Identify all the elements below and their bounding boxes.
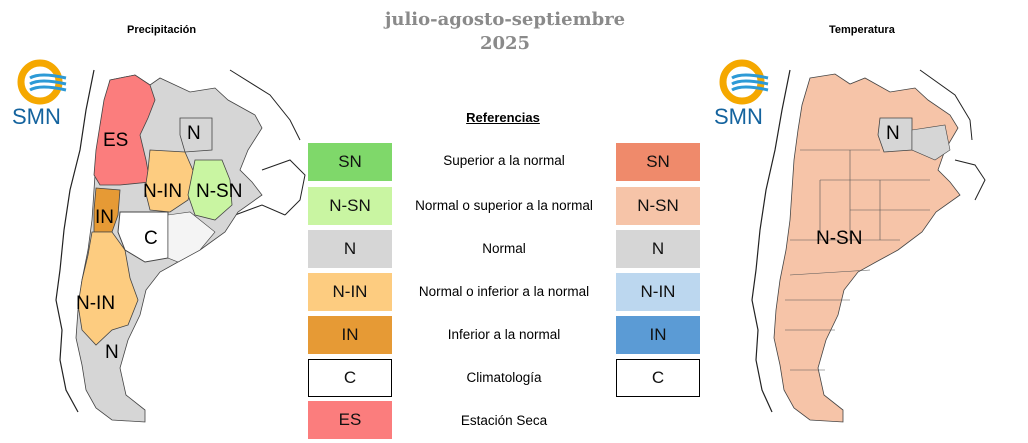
waves-icon [731,73,769,92]
precip-label-nin-south: N-IN [76,293,115,314]
legend-label-es: Estación Seca [460,413,548,428]
precip-label-nin-center: N-IN [143,181,182,202]
smn-logo-temp: SMN [714,59,769,128]
temp-label-n: N [886,123,900,144]
legend-label-n: Normal [482,241,526,256]
precip-region-c-east [167,211,216,263]
temp-label-nsn: N-SN [816,228,862,249]
legend-title: Referencias [466,110,540,125]
precip-label-in: IN [95,207,114,228]
legend-label-nin: Normal o inferior a la normal [418,284,590,299]
temp-province-lines [785,149,930,371]
precip-label-nsn: N-SN [196,181,242,202]
neighbor-coastline-temp [751,69,791,413]
temp-legend-nsn: N-SN [616,187,700,225]
forecast-months: julio-agosto-septiembre [384,9,626,30]
legend-label-in: Inferior a la normal [447,327,561,342]
precip-legend-es: ES [308,401,392,439]
smn-logo-text: SMN [12,104,61,128]
precip-region-n-north [179,117,213,153]
precip-legend-nin: N-IN [308,273,392,311]
smn-logo-text: SMN [714,104,763,128]
precip-label-n-north: N [187,123,201,144]
temp-region-n-east [911,124,951,161]
neighbor-coastline [55,69,95,413]
precip-label-es: ES [103,130,128,151]
precip-legend-in: IN [308,316,392,354]
legend-label-nsn: Normal o superior a la normal [415,198,593,213]
precipitation-map-title: Precipitación [127,24,197,36]
precip-legend-n: N [308,230,392,268]
forecast-period-title: julio-agosto-septiembre 2025 [360,8,650,56]
precip-region-nin-center [144,149,196,213]
temp-legend-n: N [616,230,700,268]
temp-legend-in: IN [616,316,700,354]
temp-legend-c: C [616,359,700,397]
precipitation-map: ES N N-IN N-SN IN C N-IN N [55,69,306,423]
temperature-map: N N-SN [751,69,986,423]
precip-region-nsn [187,159,233,221]
precip-label-c: C [144,228,158,249]
temp-region-n [877,117,913,153]
precip-legend-c: C [308,359,392,397]
legend-label-c: Climatología [466,370,542,385]
precip-legend-nsn: N-SN [308,187,392,225]
precip-region-c [117,211,169,263]
waves-icon [29,73,67,92]
temp-legend-nin: N-IN [616,273,700,311]
temperature-map-title: Temperatura [829,24,895,36]
precip-label-n-south: N [105,342,119,363]
precip-legend-sn: SN [308,143,392,181]
neighbor-border-north [229,69,301,141]
rio-plata-coast [234,204,286,216]
neighbor-border-east [261,159,306,216]
argentina-outline-temp [773,73,961,423]
forecast-year: 2025 [479,33,531,54]
smn-logo-precip: SMN [12,59,67,128]
neighbor-border-north-temp [919,69,973,141]
legend-label-sn: Superior a la normal [443,153,565,168]
neighbor-border-east-temp [954,159,986,201]
temp-legend-sn: SN [616,143,700,181]
